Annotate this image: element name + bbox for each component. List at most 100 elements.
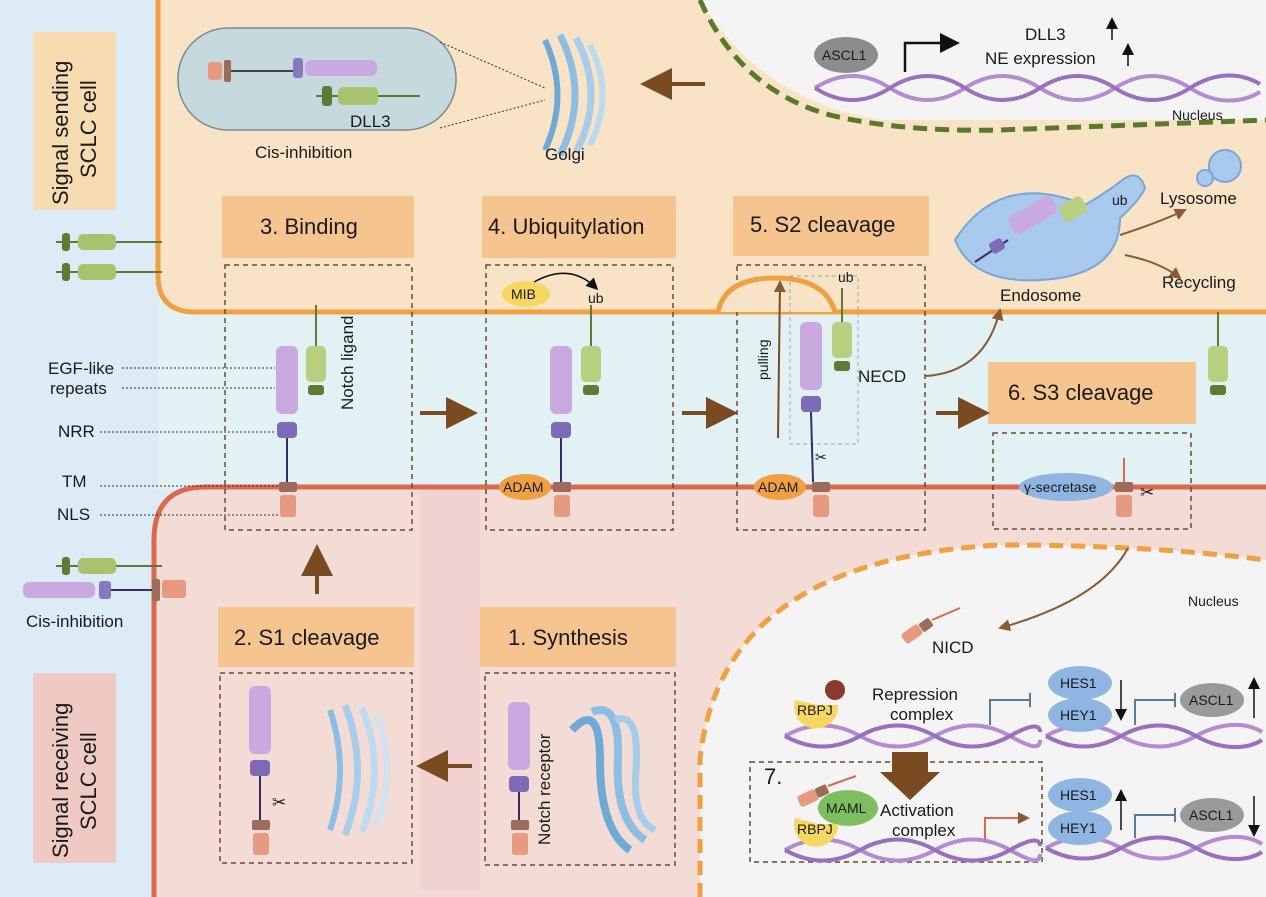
maml-protein: [818, 790, 878, 826]
hes1-a-protein: [1048, 666, 1112, 700]
mib-protein: [502, 281, 550, 307]
ascl1-top-protein: [814, 37, 878, 73]
egf-label-line2: repeats: [50, 379, 107, 398]
step3-box: [222, 196, 414, 258]
recycled-ligand: [1208, 312, 1228, 395]
cis-receptor-left: [23, 579, 186, 601]
bottom-nucleus-envelope: [697, 542, 1266, 897]
mib-label: MIB: [511, 286, 536, 302]
to-lysosome-arrow: [1119, 208, 1187, 236]
receiving-cell-highlight: [420, 490, 480, 890]
free-ligand-2: [56, 263, 162, 281]
receiving-cell-membrane: [151, 484, 1266, 897]
s2-receptor: [800, 322, 830, 517]
nicd-arrow: [998, 547, 1129, 632]
membrane-bulge: [715, 275, 838, 313]
scissors-icon-s2: ✂: [815, 449, 827, 465]
hes-inhibit-line-b: [1134, 814, 1175, 838]
egf-label-line1: EGF-like: [48, 359, 114, 378]
s3-receptor-stub: [1115, 458, 1133, 517]
sending-cell-membrane: [155, 0, 1266, 315]
step3-label: 3. Binding: [260, 214, 358, 239]
ub-label-3: ub: [1112, 192, 1128, 208]
sending-cell-label-box: [33, 32, 116, 210]
ascl1-b-label: ASCL1: [1189, 807, 1234, 823]
s1-receptor: [249, 686, 271, 855]
step6-label: 6. S3 cleavage: [1008, 380, 1154, 405]
sending-cell-subtitle: SCLC cell: [76, 80, 101, 178]
hes-inhibit-line-a: [1134, 699, 1175, 725]
gamma-secretase-label: γ-secretase: [1024, 479, 1097, 495]
nicd-bound: [797, 775, 857, 807]
top-dna: [813, 73, 1262, 103]
receiving-cell-label-box: [33, 673, 116, 863]
endosome: [953, 174, 1147, 282]
ascl1-a-protein: [1180, 683, 1244, 717]
lysosome-label: Lysosome: [1160, 189, 1237, 208]
golgi-apparatus: [542, 33, 606, 157]
ascl1-b-protein: [1180, 798, 1244, 832]
rbpj-label-2: RBPJ: [797, 821, 833, 837]
step1-label: 1. Synthesis: [508, 625, 628, 650]
repression-label-2: complex: [890, 705, 954, 724]
receiving-cell-title: Signal receiving: [48, 703, 73, 858]
binding-ligand: [306, 305, 326, 395]
gamma-secretase: [1019, 473, 1113, 501]
adam-protein-2: [754, 474, 806, 500]
s2-ligand: [832, 288, 852, 371]
rbpj-activation: [794, 818, 839, 847]
necd-label: NECD: [858, 367, 906, 386]
adam-label-2: ADAM: [758, 479, 798, 495]
activation-arrow: [984, 812, 1030, 840]
step1-box: [480, 607, 676, 667]
cis-inhibition-bubble: [177, 27, 457, 131]
dll3-label: DLL3: [350, 112, 391, 131]
step4-label: 4. Ubiquitylation: [488, 214, 645, 239]
to-recycling-arrow: [1124, 254, 1182, 280]
ascl1-a-label: ASCL1: [1189, 692, 1234, 708]
ubiq-ligand: [581, 305, 601, 395]
activation-dna: [784, 837, 1042, 863]
endosome-label: Endosome: [1000, 286, 1081, 305]
notch-receptor-label: Notch receptor: [535, 733, 554, 845]
endoplasmic-reticulum: [569, 706, 657, 854]
synthesis-receptor: [508, 702, 530, 855]
nicd-label: NICD: [932, 638, 974, 657]
hes1-b-protein: [1048, 778, 1112, 812]
nicd-fragment: [901, 607, 961, 644]
step5-box: [733, 196, 929, 256]
bubble-notch-receptor: [208, 58, 377, 82]
mib-ub-arrow: [533, 272, 599, 291]
top-nucleus-label: Nucleus: [1172, 107, 1223, 123]
step4-box: [482, 196, 676, 258]
cis-inhibition-left-label: Cis-inhibition: [26, 612, 123, 631]
necd-to-endosome-arrow: [925, 308, 1004, 377]
repression-dna: [784, 723, 1042, 749]
notch-ligand-label: Notch ligand: [338, 315, 357, 410]
step6-box: [988, 362, 1196, 424]
binding-receptor: [276, 346, 298, 517]
hey1-a-protein: [1048, 698, 1112, 732]
cis-ligand-left: [56, 557, 162, 575]
rbpj-repression: [794, 700, 839, 729]
dll3-up-label: DLL3: [1025, 25, 1066, 44]
zoom-line-top: [439, 41, 546, 89]
bubble-dll3: [316, 86, 420, 106]
hey1-b-label: HEY1: [1060, 820, 1097, 836]
bottom-nucleus-label: Nucleus: [1188, 593, 1239, 609]
scissors-icon-s1: ✂: [272, 793, 286, 812]
top-nucleus-envelope: [697, 0, 1266, 133]
tm-label: TM: [62, 472, 87, 491]
top-nucleus: [700, 0, 1266, 120]
step7-label: 7.: [764, 764, 782, 789]
step2-box: [218, 607, 414, 667]
activation-label-2: complex: [892, 821, 956, 840]
hes1-b-label: HES1: [1060, 787, 1097, 803]
hes1-a-label: HES1: [1060, 675, 1097, 691]
step2-label: 2. S1 cleavage: [234, 625, 380, 650]
nrr-label: NRR: [58, 422, 95, 441]
ascl1-top-label: ASCL1: [822, 47, 867, 63]
ubiquitylation-panel: [485, 264, 674, 531]
golgi-label: Golgi: [545, 145, 585, 164]
synthesis-panel: [484, 672, 676, 866]
